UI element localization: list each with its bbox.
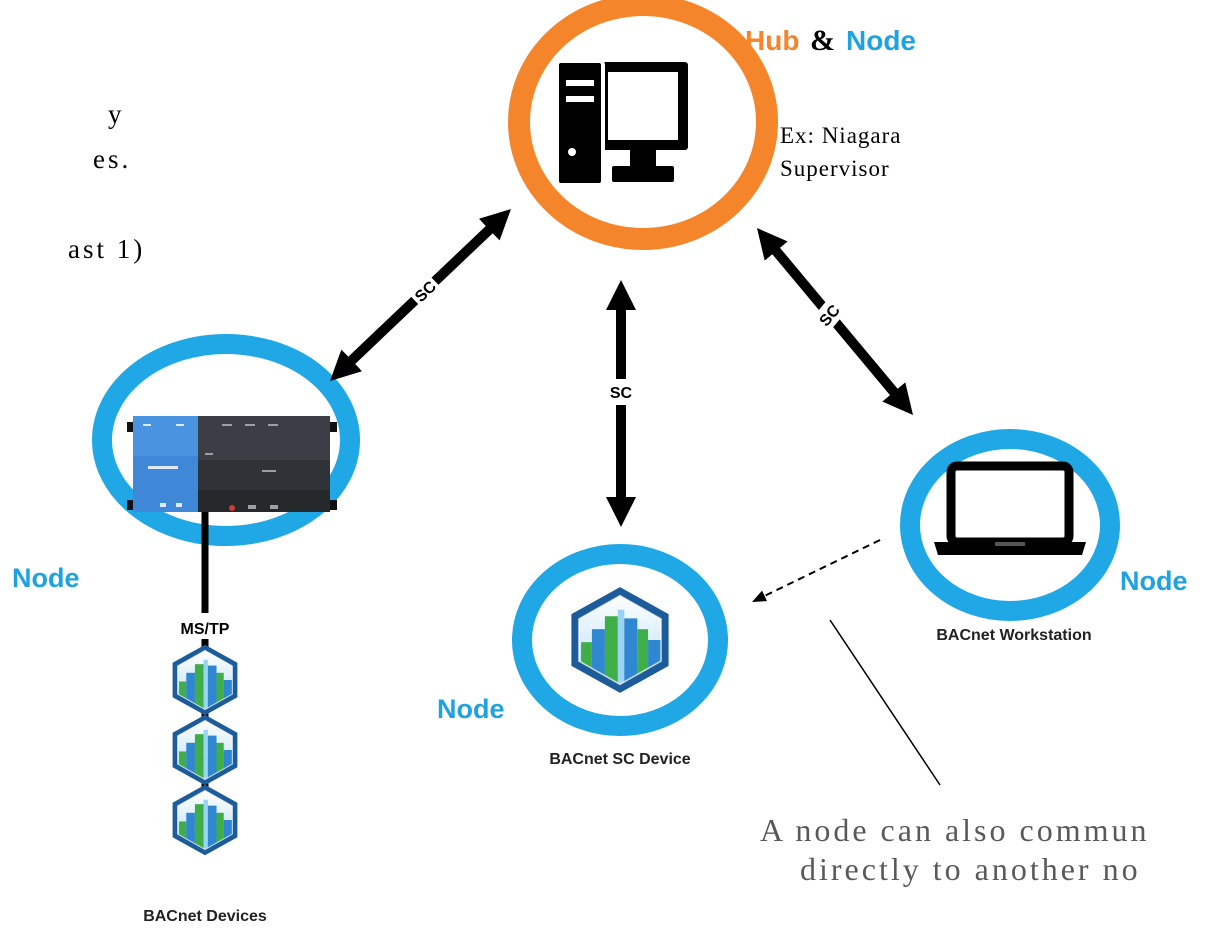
- note-block: A node can also commun directly to anoth…: [760, 812, 1149, 887]
- bacnet-device-icon: [173, 715, 238, 786]
- hub-word: Hub: [745, 25, 799, 56]
- note-line-2: directly to another no: [800, 851, 1141, 887]
- sc-connections: SC SC SC: [330, 209, 941, 786]
- desktop-computer-icon: [555, 59, 688, 187]
- mstp-label-background: [166, 613, 244, 639]
- partial-text-line-1: y: [108, 99, 125, 129]
- right-node: Node BACnet Workstation: [900, 429, 1188, 644]
- center-node-label: Node: [437, 694, 505, 724]
- right-sc-label-background: [811, 297, 847, 333]
- bacnet-workstation-label: BACnet Workstation: [936, 627, 1091, 644]
- hub-title: Hub & Node: [745, 24, 916, 57]
- partial-text-line-3: ast 1): [68, 234, 145, 264]
- left-node: MS/TP BACnet Devices Node: [12, 334, 360, 925]
- center-sc-label: SC: [610, 385, 633, 402]
- partial-text-block: y es. ast 1): [68, 99, 145, 264]
- bacnet-device-icon: [173, 785, 238, 856]
- bacnet-device-icon: [173, 645, 238, 716]
- hub-example-line-2: Supervisor: [780, 156, 890, 181]
- left-sc-label-background: [407, 273, 443, 309]
- note-pointer-line: [829, 619, 941, 786]
- partial-text-line-2: es.: [93, 144, 131, 174]
- bacnet-sc-device-label: BACnet SC Device: [549, 751, 690, 768]
- hub-node-word: Node: [846, 25, 916, 56]
- right-node-label: Node: [1120, 566, 1188, 596]
- mstp-label: MS/TP: [181, 621, 230, 638]
- left-node-label: Node: [12, 563, 80, 593]
- note-line-1: A node can also commun: [760, 812, 1149, 848]
- bacnet-devices-label: BACnet Devices: [143, 908, 267, 925]
- hub-example-line-1: Ex: Niagara: [780, 123, 901, 148]
- direct-node-dashed-arrow: [751, 539, 881, 603]
- ampersand: &: [810, 24, 835, 57]
- center-sc-label-background: [607, 379, 635, 405]
- center-node: Node BACnet SC Device: [437, 544, 728, 768]
- controller-icon: [127, 416, 337, 512]
- laptop-icon: [934, 461, 1086, 555]
- hub-node: Hub & Node Ex: Niagara Supervisor: [508, 0, 916, 250]
